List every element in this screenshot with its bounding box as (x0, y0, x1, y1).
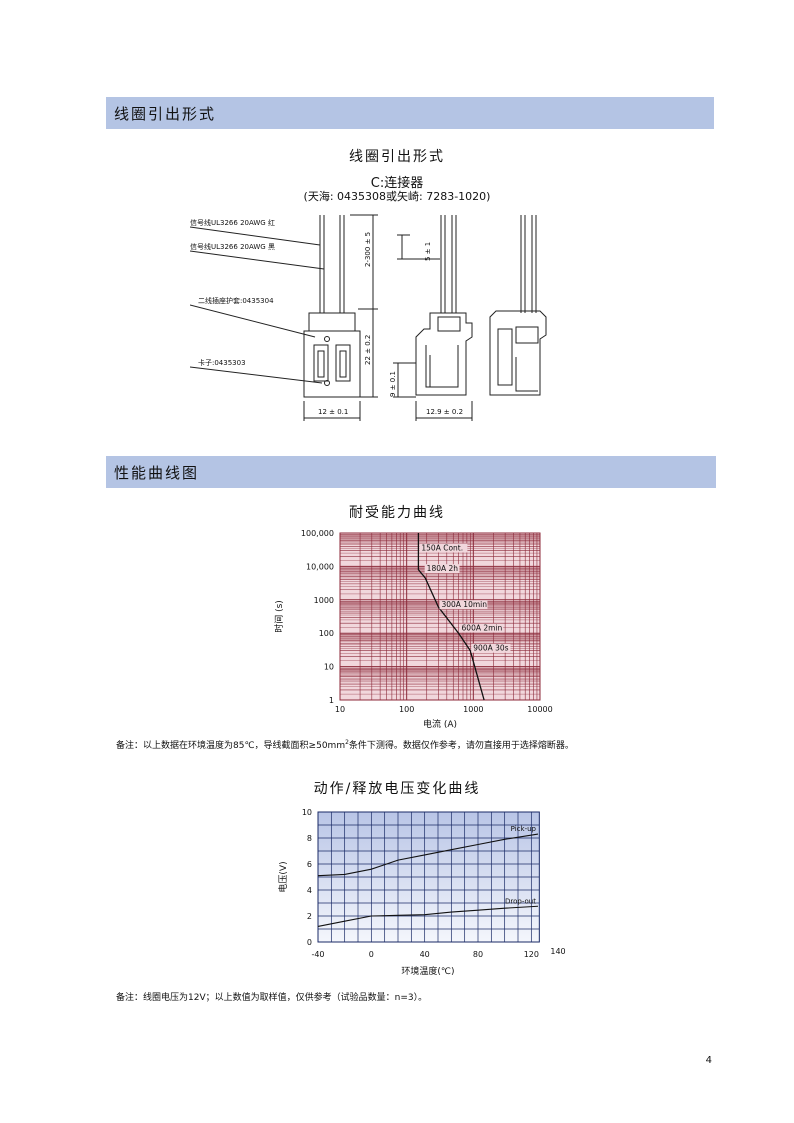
series-line (317, 905, 539, 927)
x-tick-label: 10 (335, 705, 345, 714)
chart1-title: 耐受能力曲线 (349, 505, 445, 521)
y-tick-label: 4 (307, 886, 312, 895)
y-tick-label: 10,000 (306, 562, 334, 571)
series-line (317, 833, 539, 877)
curve-annotation: 150A Cont. (421, 543, 463, 552)
chart2-title: 动作/释放电压变化曲线 (313, 781, 481, 797)
curve-annotation: 900A 30s (473, 644, 508, 653)
annotation-bg (471, 643, 511, 653)
x-tick-label: 0 (369, 950, 374, 959)
annotation-bg (419, 543, 468, 553)
dim-lead-length: 2-300 ± 5 (364, 232, 372, 267)
coil-figure-note: (天海: 0435308或矢崎: 7283-1020) (303, 190, 491, 203)
y-tick-label: 1 (329, 696, 334, 705)
annotation-bg (424, 564, 460, 574)
section-title: 线圈引出形式 (114, 104, 217, 123)
x-tick-label: 40 (420, 950, 430, 959)
chart1-note-sup: 2 (345, 739, 349, 746)
label-wire-red: 信号线UL3266 20AWG 红 (190, 218, 275, 227)
x-tick-label: 140 (550, 947, 565, 956)
x-tick-label: 80 (473, 950, 483, 959)
x-axis-label: 电流 (A) (423, 718, 457, 730)
curve-annotation: 300A 10min (441, 600, 487, 609)
curve-annotation: 600A 2min (462, 624, 503, 633)
x-tick-label: 120 (524, 950, 539, 959)
y-tick-label: 8 (307, 834, 312, 843)
section-header-coil-lead: 线圈引出形式 (106, 97, 714, 129)
x-tick-label: 100 (399, 705, 414, 714)
curve-annotation: 180A 2h (427, 564, 459, 573)
y-tick-label: 1000 (314, 596, 334, 605)
annotation-bg (439, 600, 488, 610)
coil-figure-subtitle: C:连接器 (370, 176, 424, 191)
page-number: 4 (705, 1055, 712, 1066)
label-clip: 卡子:0435303 (198, 358, 246, 367)
series-label: Pick-up (511, 825, 537, 833)
plot-area (339, 532, 541, 701)
chart1-note: 备注：以上数据在环境温度为85℃，导线截面积≥50mm2条件下测得。数据仅作参考… (116, 738, 574, 751)
chart1-note-text: 备注：以上数据在环境温度为85℃，导线截面积≥50mm (116, 741, 346, 751)
y-tick-label: 100 (319, 629, 334, 638)
chart2-note: 备注：线圈电压为12V；以上数值为取样值，仅供参考（试验品数量：n=3）。 (116, 993, 428, 1003)
connector-drawing: 信号线UL3266 20AWG 红 信号线UL3266 20AWG 黑 二线插座… (190, 214, 547, 421)
y-tick-label: 0 (307, 938, 312, 947)
y-axis-label: 时间 (s) (273, 600, 285, 633)
coil-figure-title: 线圈引出形式 (349, 149, 445, 165)
label-wire-black: 信号线UL3266 20AWG 黑 (190, 242, 275, 251)
dim-width-side: 12.9 ± 0.2 (426, 408, 463, 416)
section-header-performance: 性能曲线图 (106, 456, 716, 488)
y-tick-label: 2 (307, 912, 312, 921)
series-label: Drop-out (505, 897, 536, 905)
dim-body-height: 22 ± 0.2 (364, 335, 372, 365)
y-tick-label: 10 (302, 808, 312, 817)
withstand-curve (417, 533, 485, 701)
x-axis-label: 环境温度(℃) (401, 965, 454, 977)
annotation-bg (459, 623, 504, 633)
dim-strip-length: 5 ± 1 (424, 242, 432, 261)
y-tick-label: 10 (324, 663, 334, 672)
x-tick-label: -40 (311, 950, 324, 959)
x-tick-label: 1000 (463, 705, 483, 714)
dim-side-height: 9 ± 0.1 (389, 371, 397, 397)
chart1-note-text-2: 条件下测得。数据仅作参考，请勿直接用于选择熔断器。 (348, 741, 574, 751)
y-tick-label: 100,000 (301, 529, 334, 538)
label-socket-sleeve: 二线插座护套:0435304 (198, 296, 274, 305)
section-title: 性能曲线图 (114, 463, 200, 482)
x-tick-label: 10000 (527, 705, 552, 714)
y-axis-label: 电压(V) (277, 861, 289, 892)
dim-width-front: 12 ± 0.1 (318, 408, 348, 416)
y-tick-label: 6 (307, 860, 312, 869)
